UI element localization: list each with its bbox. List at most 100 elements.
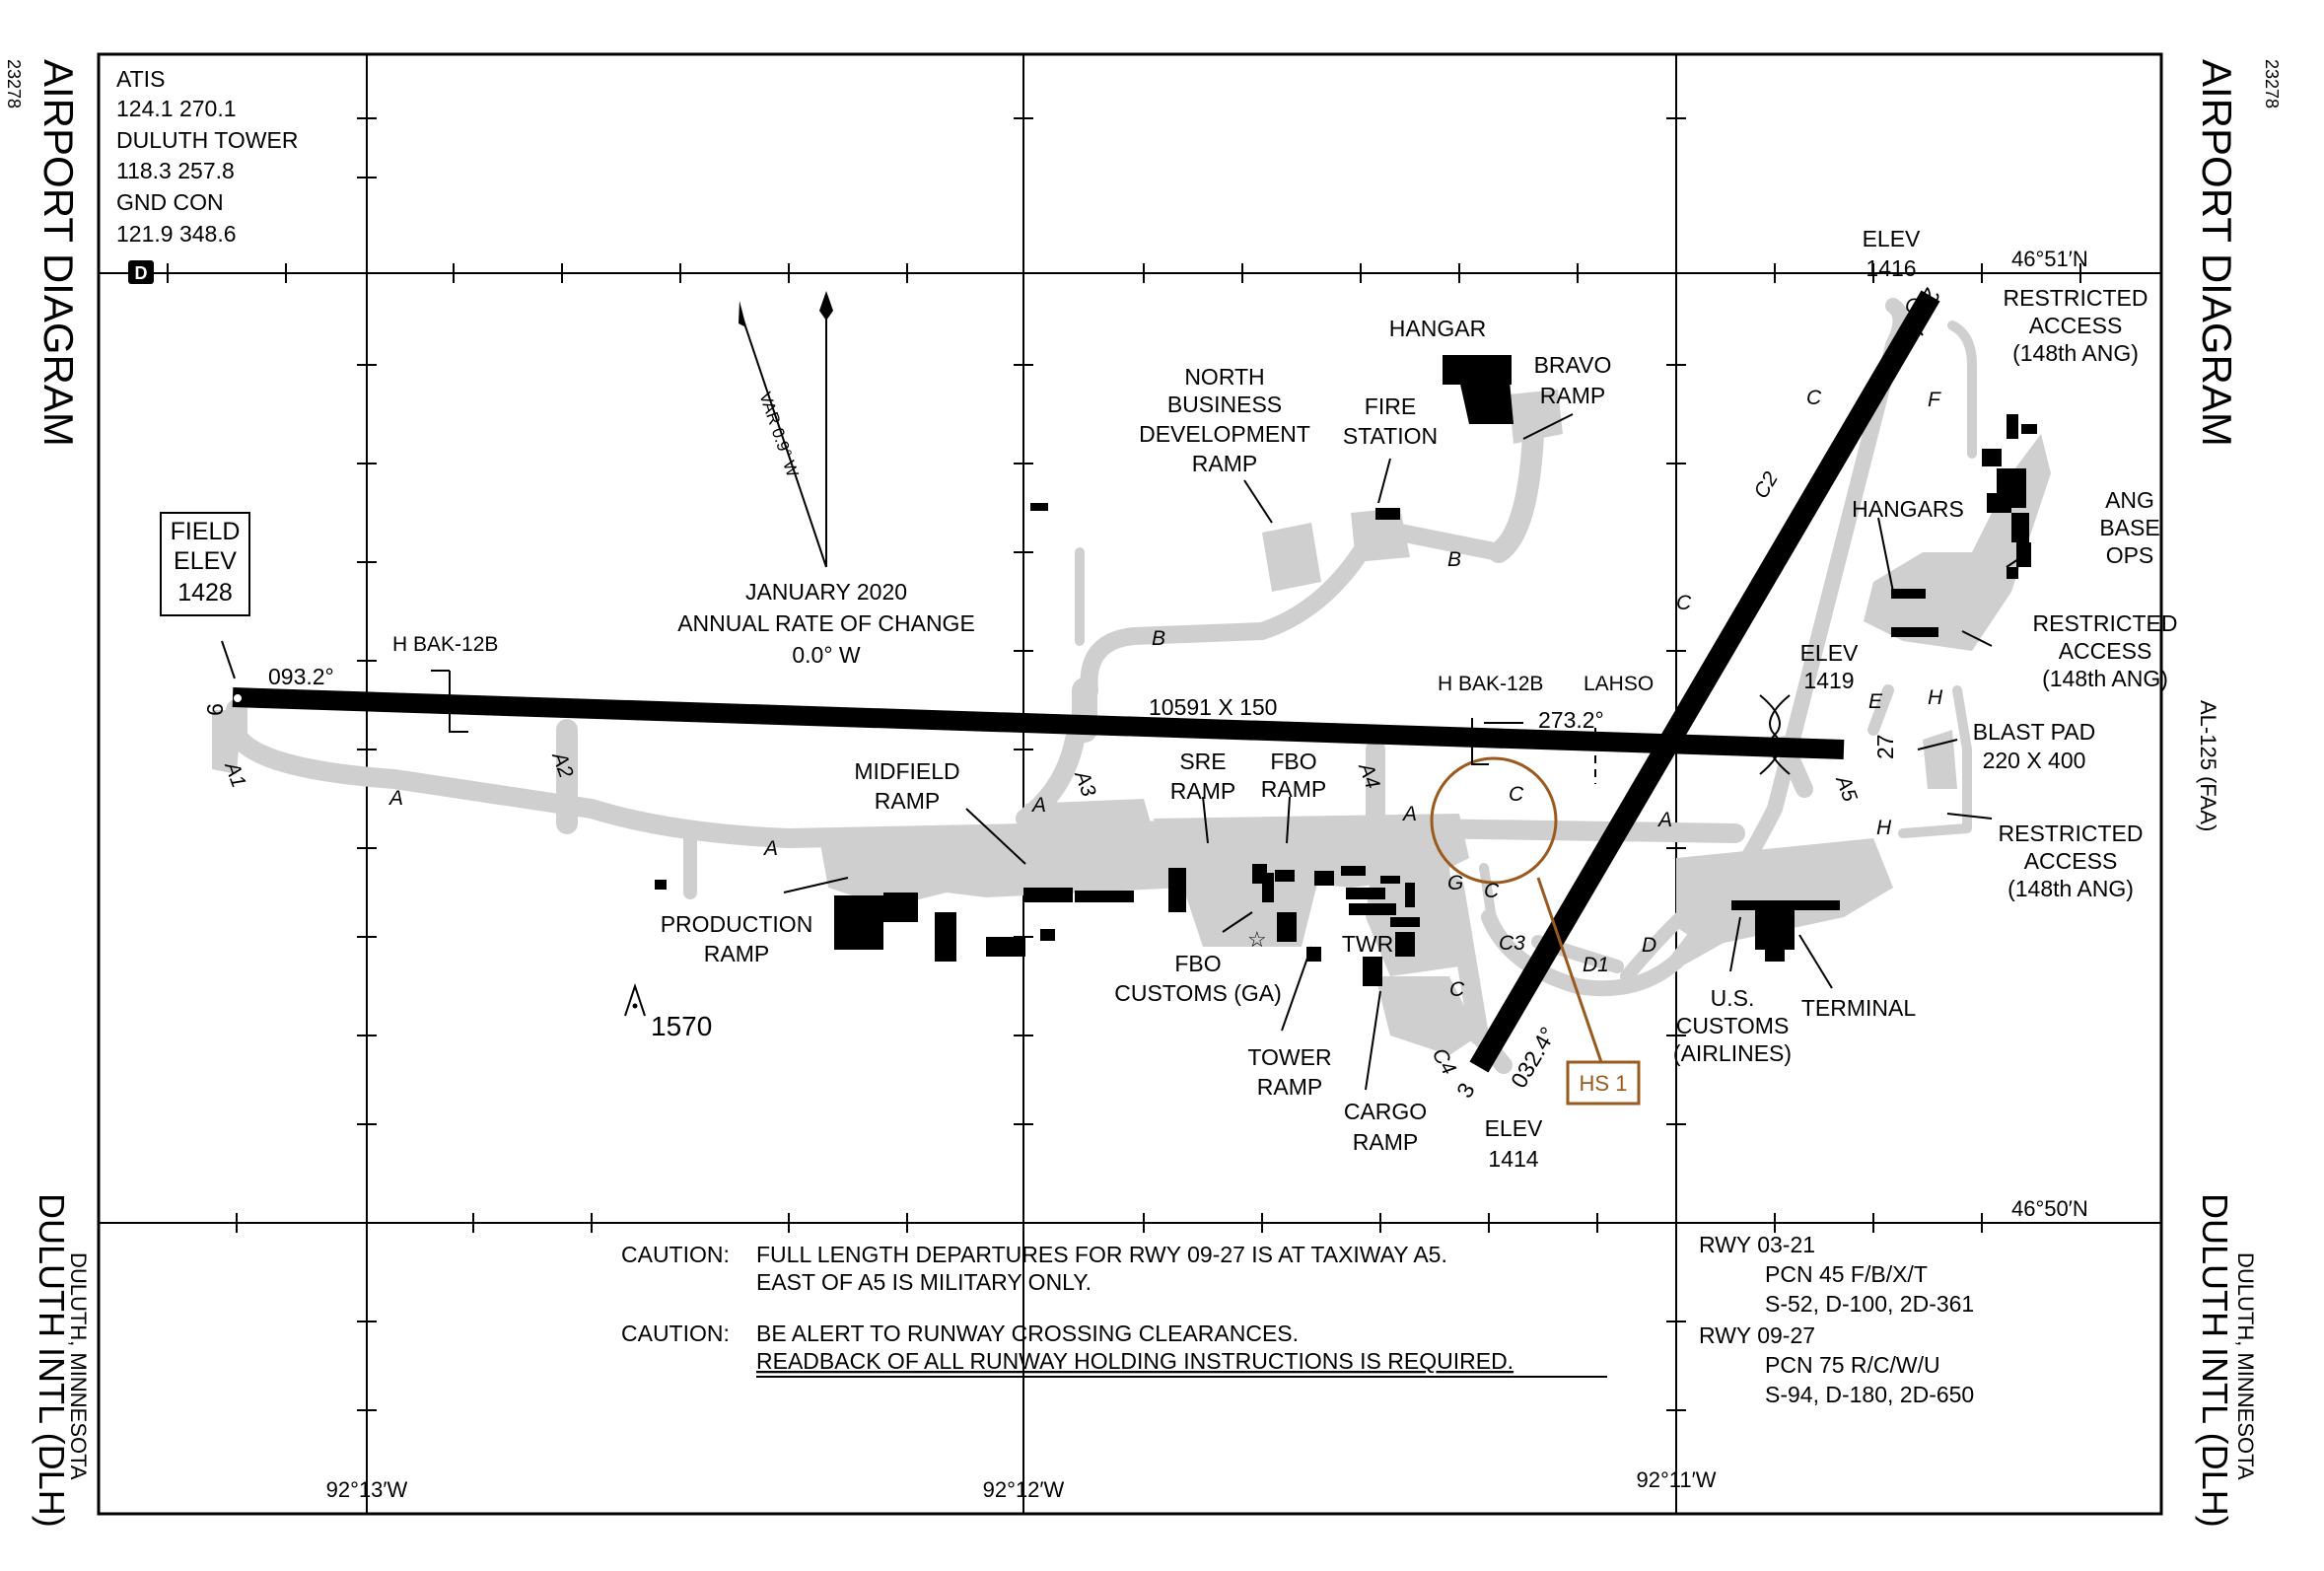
rwy03-21-dims: 5719 X 150 xyxy=(1701,560,1782,674)
elev-1419: 1419 xyxy=(1803,668,1854,693)
north-business-line2: BUSINESS xyxy=(1167,392,1282,417)
taxiway-g xyxy=(1479,863,1499,937)
us-customs-line3: (AIRLINES) xyxy=(1673,1040,1792,1066)
sre-ramp-line2: RAMP xyxy=(1170,778,1235,804)
ang-base-ops-line1: ANG xyxy=(2105,487,2154,513)
taxiway-label-c2: C2 xyxy=(1749,467,1783,502)
airport-name-right: DULUTH INTL (DLH) xyxy=(2195,1193,2235,1528)
taxiway-label-h-south: H xyxy=(1876,817,1892,839)
magnetic-variation-symbol xyxy=(739,291,833,568)
rwy09-27-dims: 10591 X 150 xyxy=(1149,694,1277,720)
grid-ticks xyxy=(167,117,2081,1411)
taxiway-e xyxy=(1867,684,1894,736)
fire-station-line2: STATION xyxy=(1343,423,1438,449)
caution1-line2: EAST OF A5 IS MILITARY ONLY. xyxy=(756,1269,1092,1295)
production-ramp-line2: RAMP xyxy=(704,941,769,966)
magnetic-north-arrow-icon xyxy=(739,301,746,327)
obstacle-icon xyxy=(624,982,646,1017)
bravo-ramp-line2: RAMP xyxy=(1540,383,1605,408)
hot-spot-circle xyxy=(1430,756,1558,885)
taxiway-label-d: D xyxy=(1642,934,1656,957)
hot-spot-box xyxy=(1566,1060,1641,1106)
taxiway-label-a-far-east: A xyxy=(1656,809,1672,831)
taxiway-label-c-hotspot: C xyxy=(1509,783,1524,806)
blast-pad xyxy=(1923,730,1957,789)
restricted-access-3-line2: ACCESS xyxy=(2024,848,2118,874)
rwy03-heading: 032.4° xyxy=(1506,1023,1561,1093)
freq-line-5: GND CON xyxy=(116,189,224,215)
taxiway-label-a1: A1 xyxy=(220,757,250,791)
taxiway-label-c-north: C xyxy=(1806,387,1822,409)
lon-east: 92°11′W xyxy=(1637,1467,1717,1492)
fbo-customs-star-icon: ☆ xyxy=(1247,927,1267,952)
restricted-access-2-line1: RESTRICTED xyxy=(2033,610,2178,636)
restricted-access-3-line3: (148th ANG) xyxy=(2007,876,2134,901)
restricted-access-1-line2: ACCESS xyxy=(2029,313,2123,338)
north-business-line1: NORTH xyxy=(1184,364,1264,390)
rwy9-threshold-marker xyxy=(234,694,242,702)
us-customs-line1: U.S. xyxy=(1711,985,1755,1011)
blast-pad-line2: 220 X 400 xyxy=(1983,748,2086,773)
mag-line3: 0.0° W xyxy=(792,642,861,668)
lon-mid: 92°12′W xyxy=(983,1477,1065,1502)
title-left: AIRPORT DIAGRAM xyxy=(35,59,82,447)
rwy21-heading: 212.5° xyxy=(1851,352,1906,422)
freq-line-6: 121.9 348.6 xyxy=(116,221,237,247)
hot-spot-label: HS 1 xyxy=(1580,1071,1628,1096)
lat-south: 46°50′N xyxy=(2011,1196,2088,1221)
production-ramp-line1: PRODUCTION xyxy=(661,911,813,937)
lat-north: 46°51′N xyxy=(2011,247,2088,271)
field-elev-line1: FIELD xyxy=(171,518,241,545)
pavement-line4: RWY 09-27 xyxy=(1699,1322,1815,1348)
west-arresting-label: H BAK-12B xyxy=(392,633,498,656)
ang-base-ops-line2: BASE xyxy=(2099,515,2159,540)
fire-station-pad xyxy=(1351,508,1410,562)
field-elev-value: 1428 xyxy=(177,579,233,607)
east-arresting-label: H BAK-12B xyxy=(1438,673,1543,695)
fbo-ramp-line1: FBO xyxy=(1270,749,1316,774)
airport-name-left: DULUTH INTL (DLH) xyxy=(32,1193,72,1528)
taxiway-a xyxy=(227,725,1745,848)
mag-line1: JANUARY 2020 xyxy=(745,579,907,605)
taxiway-label-b: B xyxy=(1152,627,1165,650)
freq-line-2: 124.1 270.1 xyxy=(116,96,237,121)
taxiway-label-g: G xyxy=(1447,872,1463,894)
caution1-label: CAUTION: xyxy=(621,1242,730,1267)
taxiway-label-h-north: H xyxy=(1928,686,1943,709)
runway-09-27 xyxy=(232,687,1845,759)
city-right: DULUTH, MINNESOTA xyxy=(2233,1252,2258,1480)
taxiway-label-a4: A4 xyxy=(1354,758,1384,792)
taxiway-label-c-end: C xyxy=(1905,295,1921,318)
rwy27-heading: 273.2° xyxy=(1538,707,1604,733)
freq-line-3: DULUTH TOWER xyxy=(116,127,298,153)
rwy09-heading: 093.2° xyxy=(268,664,334,689)
taxiway-label-e: E xyxy=(1868,690,1883,713)
taxiway-label-a3: A3 xyxy=(1070,766,1100,800)
taxiway-h xyxy=(1898,685,1972,838)
fbo-ramp-line2: RAMP xyxy=(1261,776,1326,802)
leader-lines xyxy=(221,315,2022,1091)
taxiway-c-west xyxy=(1444,878,1489,1045)
obstacle-dot xyxy=(632,1003,638,1009)
ang-base-ops-line3: OPS xyxy=(2106,542,2154,568)
elev-label-3: ELEV xyxy=(1485,1115,1543,1141)
caution2-label: CAUTION: xyxy=(621,1321,730,1346)
lahso-label: LAHSO xyxy=(1584,673,1654,695)
caution1-line1: FULL LENGTH DEPARTURES FOR RWY 09-27 IS … xyxy=(756,1242,1447,1267)
obstacle-elev: 1570 xyxy=(651,1011,712,1041)
fbo-customs-line1: FBO xyxy=(1174,951,1221,976)
elev-label-27: ELEV xyxy=(1800,640,1859,666)
field-elev-box xyxy=(160,512,250,616)
hot-spot-leader xyxy=(1536,877,1604,1066)
fire-station-line1: FIRE xyxy=(1365,393,1416,419)
rwy-end-9: 9 xyxy=(202,703,228,716)
midfield-ramp-line2: RAMP xyxy=(875,788,940,814)
pavement-line3: S-52, D-100, 2D-361 xyxy=(1765,1291,1974,1317)
elev-1416: 1416 xyxy=(1866,255,1916,281)
fbo-ramp xyxy=(1154,814,1469,888)
restricted-access-2-line2: ACCESS xyxy=(2059,638,2152,664)
midfield-ramp-line1: MIDFIELD xyxy=(854,758,959,784)
bravo-ramp-line1: BRAVO xyxy=(1534,352,1612,378)
